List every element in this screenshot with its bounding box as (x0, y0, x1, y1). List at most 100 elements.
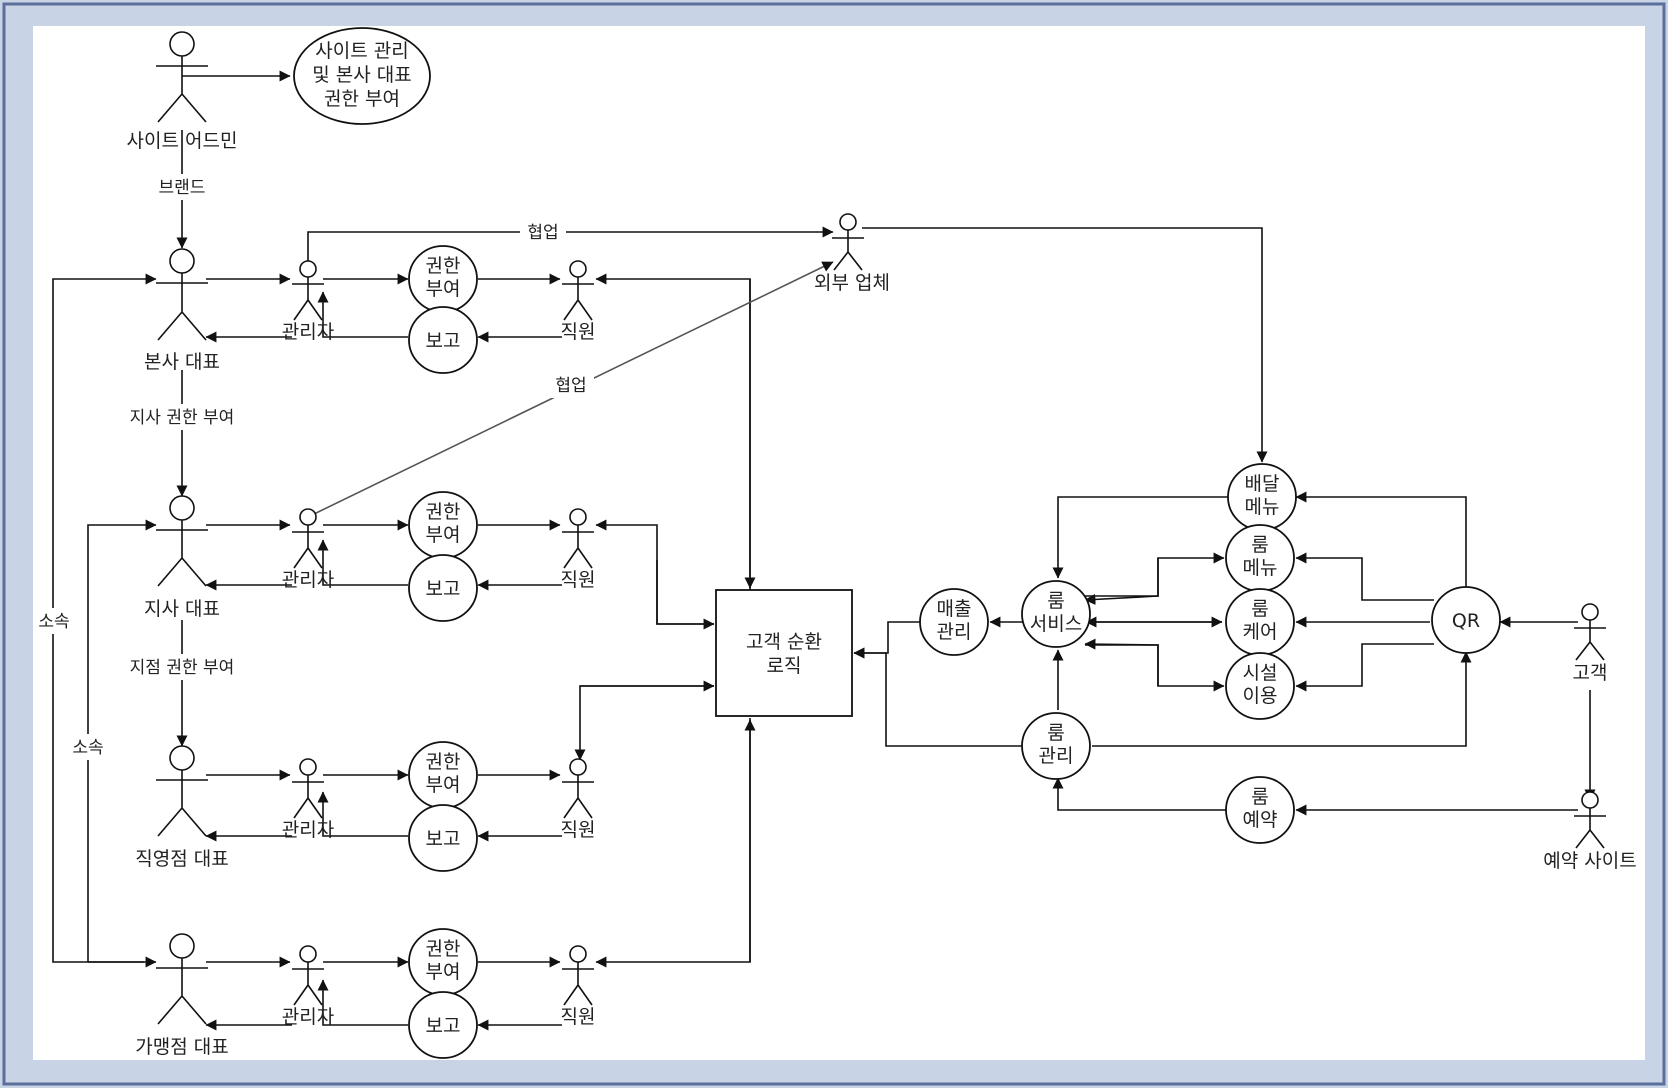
usecase-sales: 매출 관리 (919, 588, 989, 656)
svg-text:고객 순환: 고객 순환 (746, 631, 822, 653)
svg-text:예약: 예약 (1243, 809, 1278, 831)
usecase-room-booking: 룸 예약 (1225, 776, 1295, 844)
svg-text:권한: 권한 (426, 501, 461, 523)
svg-text:메뉴: 메뉴 (1245, 496, 1280, 518)
actor-customer-label: 고객 (1573, 662, 1608, 684)
actor-vendor (832, 213, 864, 271)
usecase-room-service: 룸 서비스 (1021, 580, 1091, 648)
edge-vendor-delivery (862, 227, 1268, 463)
svg-text:이용: 이용 (1243, 685, 1278, 707)
usecase-delivery-menu: 배달 메뉴 (1227, 463, 1297, 531)
svg-text:권한: 권한 (426, 255, 461, 277)
actor-admin-label: 사이트 어드민 (127, 130, 238, 152)
actor-branch-label: 지사 대표 (144, 598, 220, 620)
usecase-report-3: 보고 (408, 804, 478, 872)
svg-text:사이트 관리: 사이트 관리 (315, 40, 408, 62)
svg-text:및 본사 대표: 및 본사 대표 (312, 64, 411, 86)
actor-direct-label: 직영점 대표 (135, 848, 228, 870)
label-branch-grant: 지사 권한 부여 (130, 408, 235, 428)
actor-staff-2 (562, 508, 594, 569)
customer-loop-box: 고객 순환 로직 (715, 589, 853, 717)
usecase-room-mgmt: 룸 관리 (1021, 712, 1091, 780)
label-affiliation-inner: 소속 (72, 738, 103, 758)
svg-text:QR: QR (1452, 610, 1480, 632)
actor-franchise-label: 가맹점 대표 (135, 1036, 228, 1058)
usecase-room-care: 룸 케어 (1225, 588, 1295, 656)
svg-text:룸: 룸 (1251, 786, 1268, 808)
svg-text:보고: 보고 (426, 330, 461, 352)
canvas (33, 26, 1645, 1060)
actor-manager-2 (292, 508, 324, 569)
actor-staff-1-label: 직원 (561, 321, 596, 343)
svg-text:관리: 관리 (937, 621, 972, 643)
label-collab-hq: 협업 (527, 223, 558, 243)
label-brand: 브랜드 (159, 178, 206, 198)
svg-text:부여: 부여 (426, 278, 461, 300)
usecase-grant-1: 권한 부여 (408, 245, 478, 313)
svg-text:매출: 매출 (937, 598, 972, 620)
usecase-grant-2: 권한 부여 (408, 491, 478, 559)
edge-affil-inner (87, 519, 157, 962)
edge-labels: 브랜드 지사 권한 부여 지점 권한 부여 소속 소속 협업 협업 (34, 174, 594, 760)
actor-hq-label: 본사 대표 (144, 351, 220, 373)
label-collab-branch: 협업 (555, 376, 586, 396)
svg-text:권한: 권한 (426, 751, 461, 773)
actor-customer (1574, 603, 1606, 661)
actor-booking-site-label: 예약 사이트 (1543, 850, 1636, 872)
usecase-room-menu: 룸 메뉴 (1225, 524, 1295, 592)
actor-manager-1 (292, 260, 324, 321)
svg-text:부여: 부여 (426, 961, 461, 983)
usecase-report-2: 보고 (408, 554, 478, 622)
actor-staff-3-label: 직원 (561, 819, 596, 841)
actor-staff-4 (562, 945, 594, 1006)
actor-admin (156, 31, 208, 123)
svg-text:배달: 배달 (1245, 473, 1280, 495)
actor-staff-4-label: 직원 (561, 1006, 596, 1028)
actor-manager-4 (292, 945, 324, 1006)
svg-text:서비스: 서비스 (1030, 613, 1082, 635)
svg-text:관리: 관리 (1039, 745, 1074, 767)
actor-staff-2-label: 직원 (561, 569, 596, 591)
usecase-report-1: 보고 (408, 306, 478, 374)
svg-text:보고: 보고 (426, 578, 461, 600)
actor-vendor-label: 외부 업체 (814, 272, 890, 294)
usecase-grant-4: 권한 부여 (408, 928, 478, 996)
actor-staff-1 (562, 260, 594, 321)
actor-staff-3 (562, 758, 594, 819)
actor-hq (156, 248, 208, 341)
svg-text:보고: 보고 (426, 828, 461, 850)
svg-text:부여: 부여 (426, 524, 461, 546)
actor-manager-4-label: 관리자 (282, 1006, 334, 1028)
actor-booking-site (1574, 791, 1606, 849)
svg-text:룸: 룸 (1047, 722, 1064, 744)
usecase-site-mgmt: 사이트 관리 및 본사 대표 권한 부여 (293, 27, 431, 125)
label-store-grant: 지점 권한 부여 (130, 658, 235, 678)
actor-direct (156, 745, 208, 837)
usecase-grant-3: 권한 부여 (408, 741, 478, 809)
edge-collab-hq (307, 226, 834, 264)
actor-manager-3-label: 관리자 (282, 819, 334, 841)
actor-manager-2-label: 관리자 (282, 569, 334, 591)
svg-text:권한 부여: 권한 부여 (324, 88, 400, 110)
svg-text:부여: 부여 (426, 774, 461, 796)
svg-text:룸: 룸 (1251, 598, 1268, 620)
svg-text:룸: 룸 (1251, 534, 1268, 556)
label-affiliation-outer: 소속 (38, 612, 69, 632)
svg-text:보고: 보고 (426, 1015, 461, 1037)
usecase-report-4: 보고 (408, 991, 478, 1059)
svg-text:로직: 로직 (767, 655, 802, 677)
actor-manager-3 (292, 758, 324, 819)
actor-branch (156, 495, 208, 587)
svg-text:케어: 케어 (1243, 621, 1278, 643)
svg-text:룸: 룸 (1047, 590, 1064, 612)
actor-franchise (156, 933, 208, 1025)
svg-text:시설: 시설 (1243, 662, 1278, 684)
actor-manager-1-label: 관리자 (282, 321, 334, 343)
svg-text:권한: 권한 (426, 938, 461, 960)
usecase-qr: QR (1431, 586, 1501, 654)
usecase-facility: 시설 이용 (1225, 652, 1295, 720)
svg-text:메뉴: 메뉴 (1243, 557, 1278, 579)
